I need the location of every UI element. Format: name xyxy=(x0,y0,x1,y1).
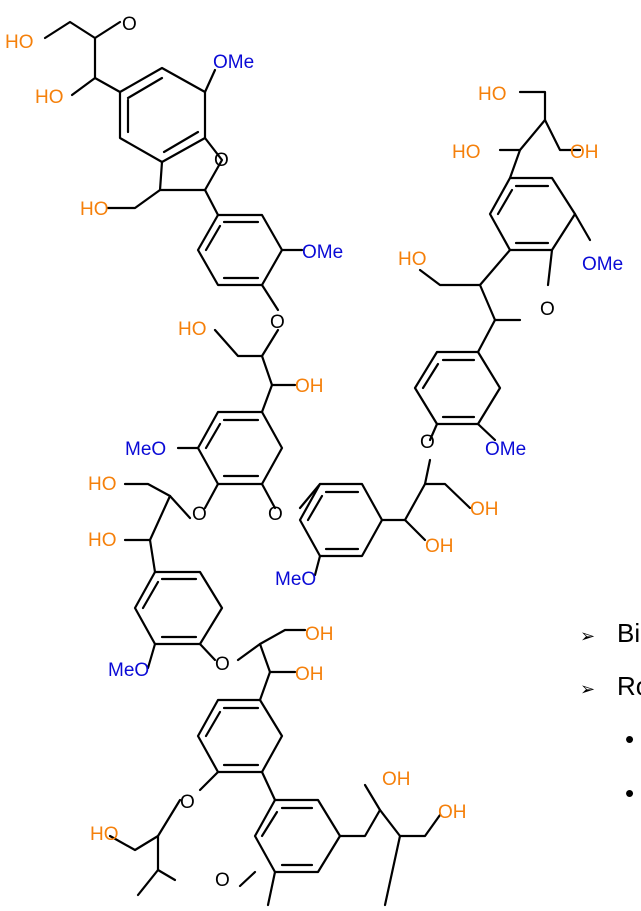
unit-2-bonds xyxy=(413,90,592,442)
label-o-2: O xyxy=(214,150,229,171)
bullet-text-1: Bio-bas xyxy=(617,618,641,648)
label-ho-5: HO xyxy=(88,474,117,495)
label-o-4: O xyxy=(192,504,207,525)
label-o-6: O xyxy=(420,432,435,453)
bullet-column: ➢ Bio-bas ➢ Role of •U •A xyxy=(580,0,641,911)
label-oh-6: OH xyxy=(470,499,499,520)
label-oh-2: OH xyxy=(305,624,334,645)
label-o-3: O xyxy=(270,312,285,333)
label-o-10: O xyxy=(540,299,555,320)
arrow-bullet-icon: ➢ xyxy=(580,679,596,699)
label-ho-10: HO xyxy=(398,249,427,270)
label-oh-8: OH xyxy=(570,142,599,163)
label-ho-7: HO xyxy=(90,824,119,845)
label-o-5: O xyxy=(268,504,283,525)
label-ome-3: OMe xyxy=(582,254,623,275)
bullet-row-3: •U xyxy=(625,724,641,755)
bullet-row-2: ➢ Role of xyxy=(580,671,641,702)
dot-bullet-icon: • xyxy=(625,778,635,808)
label-ome-2: OMe xyxy=(302,242,343,263)
label-oh-7: OH xyxy=(425,536,454,557)
label-o-8: O xyxy=(180,792,195,813)
bullet-text-2: Role of xyxy=(617,671,641,701)
hydroxyl-labels: HO HO HO HO OH HO HO OH OH HO OH OH OH O… xyxy=(5,32,599,845)
label-ome-1: OMe xyxy=(213,52,254,73)
label-meo-1: MeO xyxy=(125,439,166,460)
label-o-7: O xyxy=(215,654,230,675)
label-o-1: O xyxy=(122,14,137,35)
label-meo-2: MeO xyxy=(275,569,316,590)
label-ho-8: HO xyxy=(478,84,507,105)
label-meo-3: MeO xyxy=(108,660,149,681)
dot-bullet-icon: • xyxy=(625,724,635,754)
label-oh-5: OH xyxy=(438,802,467,823)
label-oh-4: OH xyxy=(382,769,411,790)
unit-1-bonds xyxy=(43,20,472,907)
bullet-row-4: •A xyxy=(625,778,641,809)
label-ho-3: HO xyxy=(80,199,109,220)
label-ho-6: HO xyxy=(88,530,117,551)
bullet-row-1: ➢ Bio-bas xyxy=(580,618,641,649)
label-ho-2: HO xyxy=(35,87,64,108)
arrow-bullet-icon: ➢ xyxy=(580,626,596,646)
label-oh-3: OH xyxy=(295,664,324,685)
label-o-9: O xyxy=(215,870,230,891)
label-ome-4: OMe xyxy=(485,439,526,460)
label-oh-1: OH xyxy=(295,376,324,397)
oxygen-labels: O O O O O O O O O O xyxy=(122,14,555,891)
label-ho-1: HO xyxy=(5,32,34,53)
label-ho-4: HO xyxy=(178,319,207,340)
methoxy-labels: OMe OMe MeO MeO MeO OMe OMe xyxy=(108,52,623,681)
label-ho-9: HO xyxy=(452,142,481,163)
